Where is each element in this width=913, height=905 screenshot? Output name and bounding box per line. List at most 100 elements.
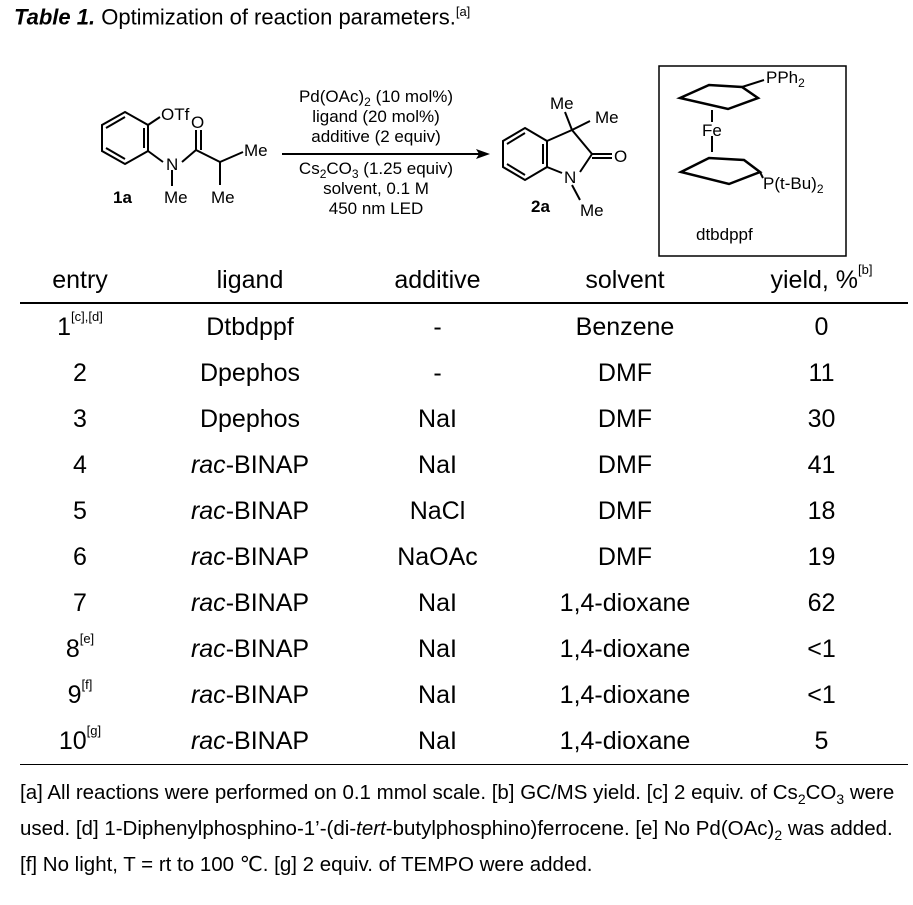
cell-solvent: 1,4-dioxane (559, 588, 691, 617)
cell-solvent: Benzene (575, 312, 675, 341)
cell-ligand: rac-BINAP (190, 634, 310, 663)
cell-solvent: DMF (597, 450, 653, 479)
sm-carbonyl-o-label: O (191, 113, 204, 132)
condition-base: Cs2CO3 (1.25 equiv) (299, 159, 453, 181)
cell-entry: 10[g] (58, 722, 102, 755)
cell-entry: 9[f] (67, 676, 93, 709)
cell-yield: <1 (807, 680, 836, 709)
product-n-label: N (564, 168, 576, 187)
cell-yield: 19 (807, 542, 836, 571)
table-footnotes: [a] All reactions were performed on 0.1 … (20, 781, 895, 877)
cell-ligand: Dpephos (199, 358, 301, 387)
cell-additive: NaI (418, 634, 457, 663)
table-row: 1[c],[d] Dtbdppf - Benzene 0 (20, 304, 908, 350)
condition-light: 450 nm LED (329, 199, 424, 218)
product-me1-label: Me (550, 94, 574, 113)
sm-me-bottom-label: Me (211, 188, 235, 207)
cell-additive: NaI (418, 450, 457, 479)
header-solvent: solvent (585, 265, 665, 294)
sm-otf-label: OTf (161, 105, 190, 124)
cell-additive: NaCl (409, 496, 466, 525)
header-yield: yield, %[b] (770, 261, 873, 294)
sm-compound-id: 1a (113, 188, 132, 207)
sm-n-label: N (166, 155, 178, 174)
header-ligand: ligand (216, 265, 284, 294)
header-rule (20, 302, 908, 304)
product-carbonyl-o-label: O (614, 147, 627, 166)
cell-yield: 0 (814, 312, 829, 341)
table-row: 9[f] rac-BINAP NaI 1,4-dioxane <1 (20, 672, 908, 718)
sm-me-n-label: Me (164, 188, 188, 207)
cell-yield: 11 (808, 358, 835, 387)
ligand-ptbu2-label: P(t-Bu)2 (763, 174, 824, 196)
cell-yield: <1 (807, 634, 836, 663)
ligand-fe-label: Fe (702, 121, 722, 140)
condition-solvent: solvent, 0.1 M (323, 179, 429, 198)
cell-entry: 4 (73, 450, 87, 479)
cell-entry: 5 (73, 496, 87, 525)
cell-additive: NaI (418, 680, 457, 709)
product-structure (502, 111, 612, 201)
cell-additive: NaI (418, 726, 457, 755)
cell-ligand: Dtbdppf (206, 312, 294, 341)
product-compound-id: 2a (531, 197, 550, 216)
cell-yield: 5 (814, 726, 829, 755)
cell-yield: 18 (807, 496, 836, 525)
cell-additive: NaI (418, 404, 457, 433)
cell-ligand: rac-BINAP (190, 496, 310, 525)
condition-catalyst: Pd(OAc)2 (10 mol%) (299, 87, 453, 109)
cell-ligand: rac-BINAP (190, 726, 310, 755)
cell-ligand: rac-BINAP (190, 680, 310, 709)
cell-additive: - (433, 358, 442, 387)
header-additive: additive (394, 265, 481, 294)
reaction-arrow (282, 149, 490, 159)
cell-additive: NaI (418, 588, 457, 617)
caption-footnote-mark: [a] (455, 4, 471, 19)
cell-solvent: 1,4-dioxane (559, 680, 691, 709)
bottom-rule (20, 764, 908, 765)
cell-yield: 30 (807, 404, 836, 433)
starting-material-structure (101, 110, 244, 186)
cell-entry: 7 (73, 588, 87, 617)
cell-ligand: Dpephos (199, 404, 301, 433)
sm-me-top-label: Me (244, 141, 268, 160)
cell-additive: - (433, 312, 442, 341)
product-me2-label: Me (595, 108, 619, 127)
cell-entry: 1[c],[d] (57, 308, 103, 341)
table-row: 3 Dpephos NaI DMF 30 (20, 396, 908, 442)
cell-solvent: DMF (597, 358, 653, 387)
caption-label: Table 1. (14, 4, 96, 30)
table-caption: Table 1. Optimization of reaction parame… (14, 4, 470, 30)
caption-text: Optimization of reaction parameters. (95, 4, 456, 30)
cell-solvent: 1,4-dioxane (559, 726, 691, 755)
product-me-n-label: Me (580, 201, 604, 220)
cell-yield: 41 (807, 450, 836, 479)
header-entry: entry (52, 265, 108, 294)
ligand-pph2-label: PPh2 (766, 68, 805, 90)
table-row: 10[g] rac-BINAP NaI 1,4-dioxane 5 (20, 718, 908, 764)
reaction-scheme: OTf O N Me Me Me 1a Pd(OAc)2 (10 mol%) l… (101, 65, 847, 257)
ligand-structure-box (658, 65, 847, 257)
cell-solvent: DMF (597, 542, 653, 571)
table-row: 2 Dpephos - DMF 11 (20, 350, 908, 396)
cell-ligand: rac-BINAP (190, 542, 310, 571)
cell-entry: 2 (73, 358, 87, 387)
ligand-name: dtbdppf (696, 225, 753, 244)
optimization-table: entry ligand additive solvent yield, %[b… (20, 258, 908, 765)
table-row: 6 rac-BINAP NaOAc DMF 19 (20, 534, 908, 580)
ferrocene-ligand-structure (676, 79, 765, 186)
table-row: 5 rac-BINAP NaCl DMF 18 (20, 488, 908, 534)
cell-solvent: 1,4-dioxane (559, 634, 691, 663)
cell-entry: 3 (73, 404, 87, 433)
cell-solvent: DMF (597, 404, 653, 433)
cell-additive: NaOAc (397, 542, 478, 571)
cell-entry: 6 (73, 542, 87, 571)
cell-yield: 62 (807, 588, 836, 617)
table-header-row: entry ligand additive solvent yield, %[b… (20, 258, 908, 302)
cell-solvent: DMF (597, 496, 653, 525)
condition-additive: additive (2 equiv) (311, 127, 440, 146)
